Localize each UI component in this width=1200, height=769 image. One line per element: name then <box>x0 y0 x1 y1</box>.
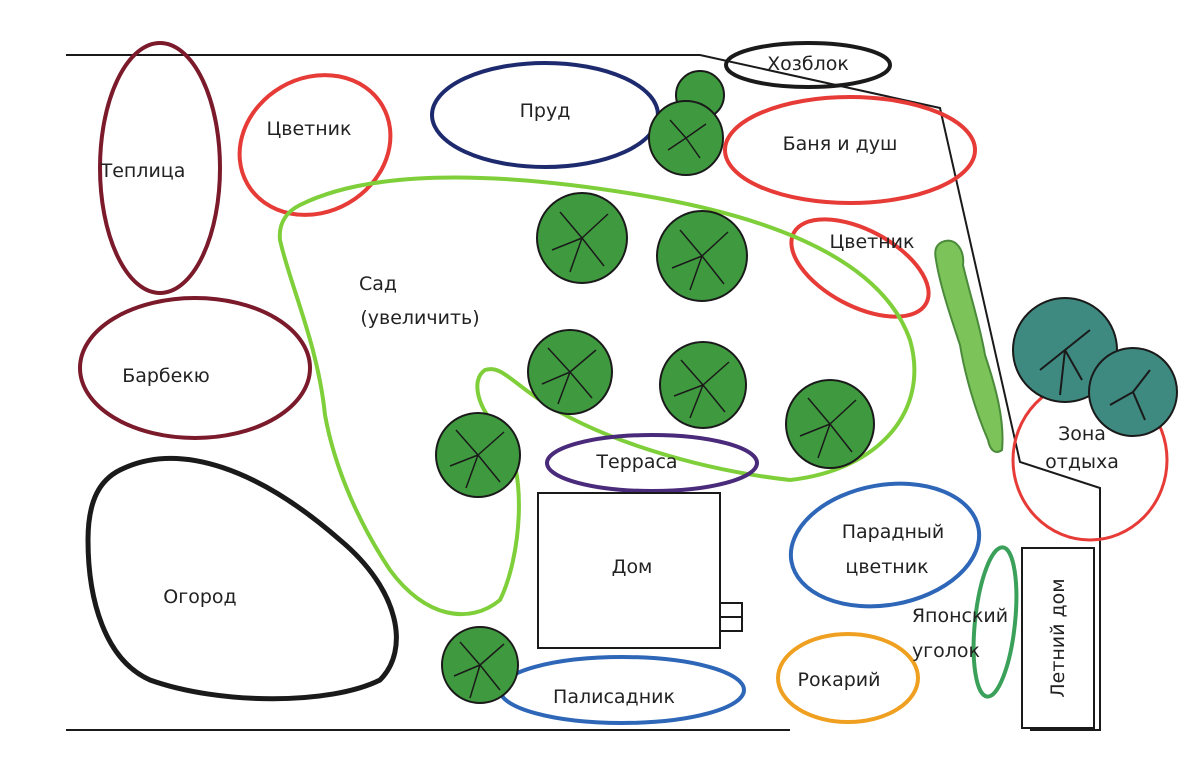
letny-dom-label: Летний дом <box>1047 578 1069 697</box>
paradny-label-line1: Парадный <box>842 521 945 543</box>
zona-otdyha-label-line1: Зона <box>1058 423 1106 445</box>
banya-zone <box>723 95 977 205</box>
terrasa-zone <box>545 433 759 493</box>
paradny-label-line2: цветник <box>845 556 928 578</box>
tree-icon <box>441 626 519 704</box>
plot-boundary <box>66 54 1101 731</box>
terrasa-label: Терраса <box>595 451 677 473</box>
fruit-trees <box>435 192 875 704</box>
hozblok-label: Хозблок <box>767 53 849 75</box>
teplitsa-zone <box>98 41 222 295</box>
sad-label-line1: Сад <box>359 273 397 295</box>
barbekyu-label: Барбекю <box>122 365 210 387</box>
tsvetnik-top-label: Цветник <box>267 118 352 140</box>
pond-bushes <box>648 70 725 176</box>
yaponsky-label-line2: уголок <box>912 640 980 662</box>
tree-icon <box>1088 347 1178 437</box>
palisadnik-label: Палисадник <box>553 686 675 708</box>
tsvetnik-right-zone <box>789 217 931 319</box>
tsvetnik-top-zone <box>237 73 393 217</box>
tree-icon <box>536 192 628 284</box>
paradny-zone <box>788 481 982 609</box>
ogorod-zone <box>85 456 399 702</box>
tree-icon <box>659 341 747 429</box>
barbekyu-zone <box>78 296 312 440</box>
banya-label: Баня и душ <box>783 133 898 155</box>
tree-icon <box>785 379 875 469</box>
dom-building <box>537 492 721 649</box>
hedge-shape <box>934 239 1004 453</box>
sad-label-line2: (увеличить) <box>360 307 479 329</box>
recreation-trees <box>1012 297 1178 437</box>
yaponsky-zone <box>971 545 1019 699</box>
tsvetnik-right-label: Цветник <box>830 231 915 253</box>
teplitsa-label: Теплица <box>100 160 186 182</box>
zona-otdyha-label-line2: отдыха <box>1045 451 1119 473</box>
hozblok-zone <box>724 41 892 89</box>
prud-label: Пруд <box>520 100 571 122</box>
letny-dom-building <box>1021 547 1095 729</box>
tree-icon <box>527 329 613 415</box>
rokary-label: Рокарий <box>798 669 881 691</box>
tree-icon <box>656 210 748 302</box>
yaponsky-label-line1: Японский <box>912 605 1008 627</box>
dom-label: Дом <box>612 556 653 578</box>
rokary-zone <box>776 632 920 724</box>
ogorod-label: Огород <box>163 586 236 608</box>
tree-icon <box>435 412 521 498</box>
sad-zone <box>277 175 917 616</box>
